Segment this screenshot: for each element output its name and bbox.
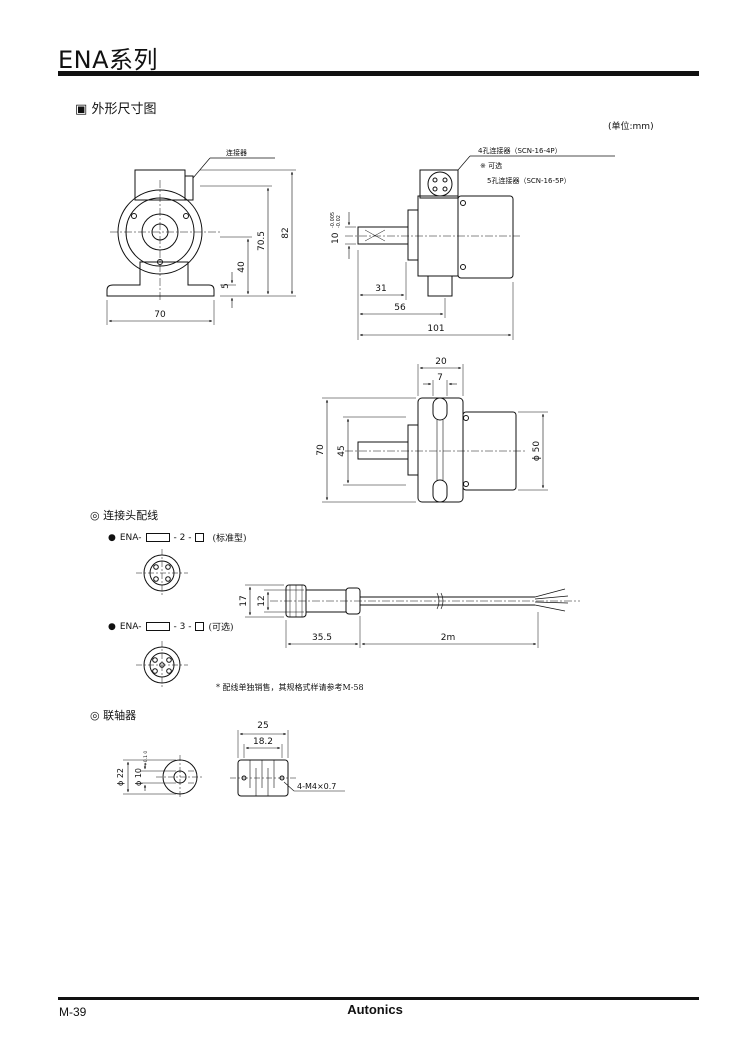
- unit-label: (单位:mm): [608, 122, 654, 132]
- header-rule: [58, 71, 699, 76]
- circle-marker-icon: ◎: [90, 709, 100, 722]
- page-title: ENA系列: [58, 46, 159, 74]
- side-dim-56: 56: [394, 303, 406, 313]
- model-small-box: [195, 533, 205, 542]
- cable-dim-2m: 2m: [441, 633, 456, 643]
- top-dim-dia50: ϕ 50: [532, 441, 542, 462]
- connector-face-5p: [136, 641, 188, 689]
- cable-dim-17: 17: [239, 595, 249, 606]
- coupling-dim-18-2: 18.2: [253, 737, 273, 747]
- front-dim-5: 5: [221, 283, 231, 289]
- connector-face-4p: [136, 549, 188, 597]
- cable-dim-35-5: 35.5: [312, 633, 332, 643]
- model-blank-box: [145, 533, 170, 542]
- coupling-dim-dia22: ϕ 22: [116, 768, 125, 786]
- model-prefix: ENA-: [119, 621, 142, 632]
- top-dim-70: 70: [316, 444, 326, 456]
- coupling-dim-25: 25: [257, 721, 268, 731]
- front-view: [106, 157, 296, 325]
- model-prefix: ENA-: [119, 532, 142, 543]
- cable-dim-12: 12: [257, 595, 267, 606]
- shaft-tol-top: -0.005: [330, 212, 336, 228]
- connector-4p-label: 4孔连接器（SCN-16-4P）: [478, 146, 562, 155]
- coupling-drawing: [123, 730, 345, 799]
- side-dim-101: 101: [427, 324, 444, 334]
- wiring-item-optional: ● ENA- - 3 - (可选): [108, 620, 234, 634]
- shaft-tol-bottom: -0.02: [336, 215, 342, 228]
- coupling-heading-label: 联轴器: [103, 709, 137, 722]
- connector-heading: ◎ 连接头配线: [90, 507, 158, 523]
- model-type-standard: (标准型): [212, 534, 247, 544]
- model-mid: - 3 -: [173, 621, 192, 632]
- connector-5p-label: 5孔连接器（SCN-16-5P）: [487, 176, 571, 185]
- front-dim-70-5: 70.5: [257, 231, 267, 251]
- front-dim-40: 40: [237, 261, 247, 273]
- model-blank-box: [145, 622, 170, 631]
- shaft-dim: 10: [331, 232, 341, 244]
- brand-logo: Autonics: [347, 1002, 403, 1017]
- footer-rule: [58, 997, 699, 1000]
- side-dim-31: 31: [375, 284, 386, 294]
- cable-drawing: [245, 584, 580, 648]
- front-dim-width: 70: [154, 310, 166, 320]
- optional-note: ※ 可选: [480, 161, 502, 170]
- connector-label: 连接器: [226, 148, 247, 157]
- front-dim-82: 82: [281, 227, 291, 238]
- dimensions-heading: ▣ 外形尺寸图: [75, 98, 156, 117]
- coupling-dim-dia10-tol: +0.1 0: [143, 751, 149, 766]
- coupling-heading: ◎ 联轴器: [90, 707, 136, 723]
- top-dim-7: 7: [437, 373, 443, 383]
- model-type-optional: (可选): [208, 623, 234, 633]
- top-dim-20: 20: [435, 357, 447, 367]
- wiring-note: * 配线单独销售，其规格式样请参考M-58: [216, 683, 364, 692]
- square-marker-icon: ▣: [75, 102, 88, 117]
- coupling-dim-dia10: ϕ 10: [134, 768, 143, 786]
- side-view: [345, 155, 615, 340]
- bullet-icon: ●: [108, 532, 116, 543]
- circle-marker-icon: ◎: [90, 509, 100, 522]
- dimensions-label: 外形尺寸图: [91, 102, 157, 117]
- connector-heading-label: 连接头配线: [103, 509, 159, 522]
- model-mid: - 2 -: [173, 532, 192, 543]
- wiring-item-standard: ● ENA- - 2 - (标准型): [108, 531, 247, 545]
- model-small-box: [195, 622, 205, 631]
- top-dim-45: 45: [337, 445, 347, 456]
- page-number: M-39: [59, 1005, 87, 1019]
- top-view: [322, 364, 548, 503]
- bullet-icon: ●: [108, 621, 116, 632]
- coupling-screw-label: 4-M4×0.7: [297, 782, 336, 791]
